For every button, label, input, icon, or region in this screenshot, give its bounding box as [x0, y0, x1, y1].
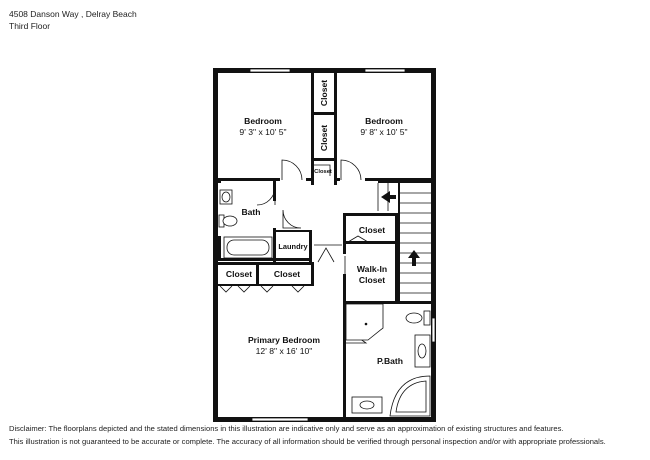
primary-bedroom-dims: 12' 8" x 16' 10": [256, 346, 313, 356]
room-labels: Bedroom 9' 3" x 10' 5" Bedroom 9' 8" x 1…: [226, 80, 408, 366]
windows: [249, 68, 436, 422]
bathtub-icon: [216, 236, 273, 259]
laundry-label: Laundry: [278, 242, 308, 251]
interior-walls: [218, 73, 431, 417]
bath-fixtures: [216, 189, 431, 417]
property-address: 4508 Danson Way , Delray Beach: [9, 9, 137, 19]
bath-toilet-icon: [218, 214, 238, 228]
walk-in-closet-label-line2: Closet: [359, 275, 385, 285]
closet-top-small-label: Closet: [314, 169, 332, 175]
closet-top-middle-label: Closet: [319, 125, 329, 151]
pbath-toilet-icon: [405, 310, 431, 326]
staircase: [377, 183, 431, 294]
pbath-lower-sink-icon: [351, 396, 383, 414]
walk-in-closet-label-line1: Walk-In: [357, 264, 387, 274]
closet-top-upper-label: Closet: [319, 80, 329, 106]
closet-primary-right-label: Closet: [274, 269, 300, 279]
pbath-sink-icon: [414, 334, 431, 368]
bath-label: Bath: [241, 207, 260, 217]
bedroom-left-name: Bedroom: [244, 116, 282, 126]
disclaimer-line-1: Disclaimer: The floorplans depicted and …: [9, 424, 564, 433]
disclaimer-line-2: This illustration is not guaranteed to b…: [9, 437, 606, 446]
closet-primary-left-label: Closet: [226, 269, 252, 279]
primary-bedroom-name: Primary Bedroom: [248, 335, 320, 345]
shower-icon: [345, 303, 384, 341]
closet-hall-label: Closet: [359, 225, 385, 235]
primary-bath-label: P.Bath: [377, 356, 403, 366]
bedroom-left-dims: 9' 3" x 10' 5": [239, 127, 286, 137]
doors: [219, 159, 369, 344]
stair-arrow-left-icon: [381, 191, 396, 203]
corner-tub-icon: [389, 375, 431, 417]
floor-label: Third Floor: [9, 21, 51, 31]
stair-arrow-up-icon: [408, 250, 420, 266]
outer-walls: [213, 68, 436, 422]
bedroom-right-dims: 9' 8" x 10' 5": [360, 127, 407, 137]
bedroom-right-name: Bedroom: [365, 116, 403, 126]
